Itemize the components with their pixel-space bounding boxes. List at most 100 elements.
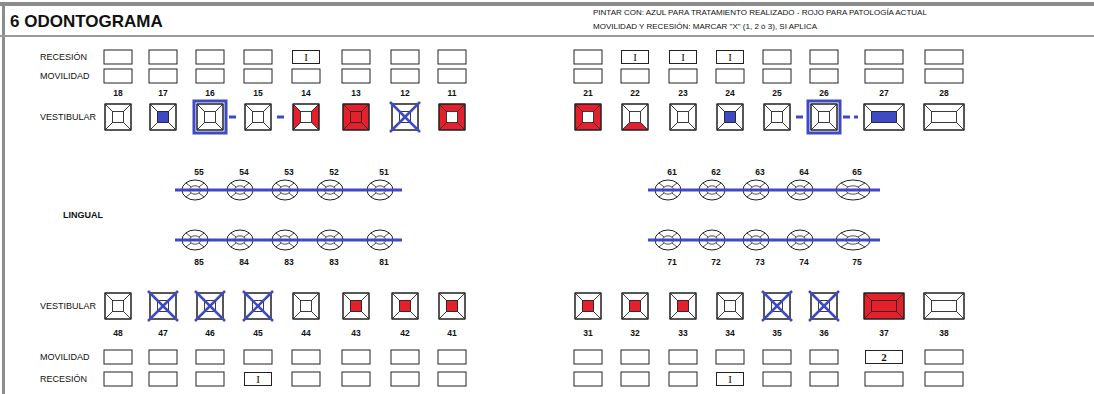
tooth-number: 75 (852, 258, 861, 267)
score-mark: I (256, 374, 260, 385)
row-label: VESTIBULAR (40, 302, 96, 311)
tooth-occlusal (351, 301, 362, 312)
primary-face-line (791, 233, 796, 237)
section-label: LINGUAL (63, 211, 103, 220)
tooth-outline (622, 293, 648, 319)
tooth-number: 11 (448, 89, 457, 98)
primary-face-line (703, 243, 708, 247)
tooth-outline (105, 104, 131, 130)
score-box: I (244, 372, 272, 386)
primary-face-line (747, 243, 752, 247)
primary-face-line (334, 193, 339, 197)
missing-cross (762, 291, 792, 321)
instruction-note: PINTAR CON: AZUL PARA TRATAMIENTO REALIZ… (593, 9, 927, 17)
tooth-number: 72 (711, 258, 720, 267)
score-box (574, 69, 602, 83)
score-mark: 2 (881, 352, 887, 363)
tooth-face (575, 104, 583, 130)
tooth-face (293, 293, 301, 319)
primary-face-line (276, 233, 281, 237)
primary-face-line (672, 243, 677, 247)
score-box (810, 372, 838, 386)
tooth-occlusal (772, 112, 783, 123)
tooth-face (670, 293, 678, 319)
tooth-number: 22 (630, 89, 639, 98)
tooth-number: 27 (879, 89, 888, 98)
tooth-occlusal (932, 112, 957, 123)
score-box (669, 69, 697, 83)
primary-face-line (384, 243, 389, 247)
row-label: MOVILIDAD (40, 353, 90, 362)
primary-face-line (858, 243, 865, 247)
primary-face-line (858, 233, 865, 237)
tooth-face (439, 293, 447, 319)
tooth-face (293, 104, 301, 130)
tooth-outline (392, 293, 418, 319)
score-box (574, 350, 602, 364)
tooth-outline (924, 104, 964, 130)
missing-cross (148, 291, 178, 321)
primary-face-line (841, 243, 848, 247)
primary-face-line (804, 233, 809, 237)
tooth-outline (864, 104, 904, 130)
tooth-face (864, 293, 872, 319)
tooth-number: 52 (329, 168, 338, 177)
tooth-face (622, 293, 630, 319)
crown-mark (808, 101, 840, 133)
primary-face-line (747, 233, 752, 237)
tooth-outline (439, 104, 465, 130)
tooth-face (245, 104, 253, 130)
score-box (621, 372, 649, 386)
tooth-number: 14 (301, 89, 310, 98)
tooth-outline (717, 293, 743, 319)
tooth-face (717, 293, 725, 319)
tooth-number: 15 (253, 89, 262, 98)
tooth-outline (717, 104, 743, 130)
primary-face-line (760, 233, 765, 237)
tooth-face (150, 104, 158, 130)
tooth-outline (811, 104, 837, 130)
score-box (925, 69, 963, 83)
score-box: I (669, 50, 697, 64)
tooth-occlusal (205, 112, 216, 123)
tooth-number: 64 (799, 168, 808, 177)
row-label: VESTIBULAR (40, 113, 96, 122)
score-box (104, 372, 132, 386)
primary-face-line (716, 233, 721, 237)
tooth-occlusal (583, 301, 594, 312)
score-box (391, 350, 419, 364)
tooth-occlusal (113, 112, 124, 123)
score-box (925, 372, 963, 386)
score-box (244, 50, 272, 64)
tooth-face (197, 104, 205, 130)
score-box (763, 69, 791, 83)
score-box (865, 50, 903, 64)
tooth-number: 12 (400, 89, 409, 98)
tooth-number: 62 (711, 168, 720, 177)
tooth-number: 46 (205, 329, 214, 338)
missing-cross (195, 291, 225, 321)
missing-cross (390, 102, 420, 132)
tooth-number: 17 (158, 89, 167, 98)
tooth-number: 34 (725, 329, 734, 338)
primary-row-line (175, 239, 402, 242)
tooth-number: 45 (253, 329, 262, 338)
score-box (196, 69, 224, 83)
tooth-occlusal (932, 301, 957, 312)
tooth-outline (575, 293, 601, 319)
score-box (149, 50, 177, 64)
primary-face-line (804, 193, 809, 197)
primary-face-line (199, 243, 204, 247)
score-box: I (716, 372, 744, 386)
tooth-number: 16 (205, 89, 214, 98)
primary-face-line (659, 183, 664, 187)
primary-face-line (276, 183, 281, 187)
primary-face-line (334, 183, 339, 187)
score-mark: I (728, 52, 732, 63)
primary-face-line (199, 233, 204, 237)
tooth-outline (105, 293, 131, 319)
tooth-face (439, 104, 447, 130)
tooth-number: 36 (819, 329, 828, 338)
score-box (196, 372, 224, 386)
primary-face-line (703, 233, 708, 237)
